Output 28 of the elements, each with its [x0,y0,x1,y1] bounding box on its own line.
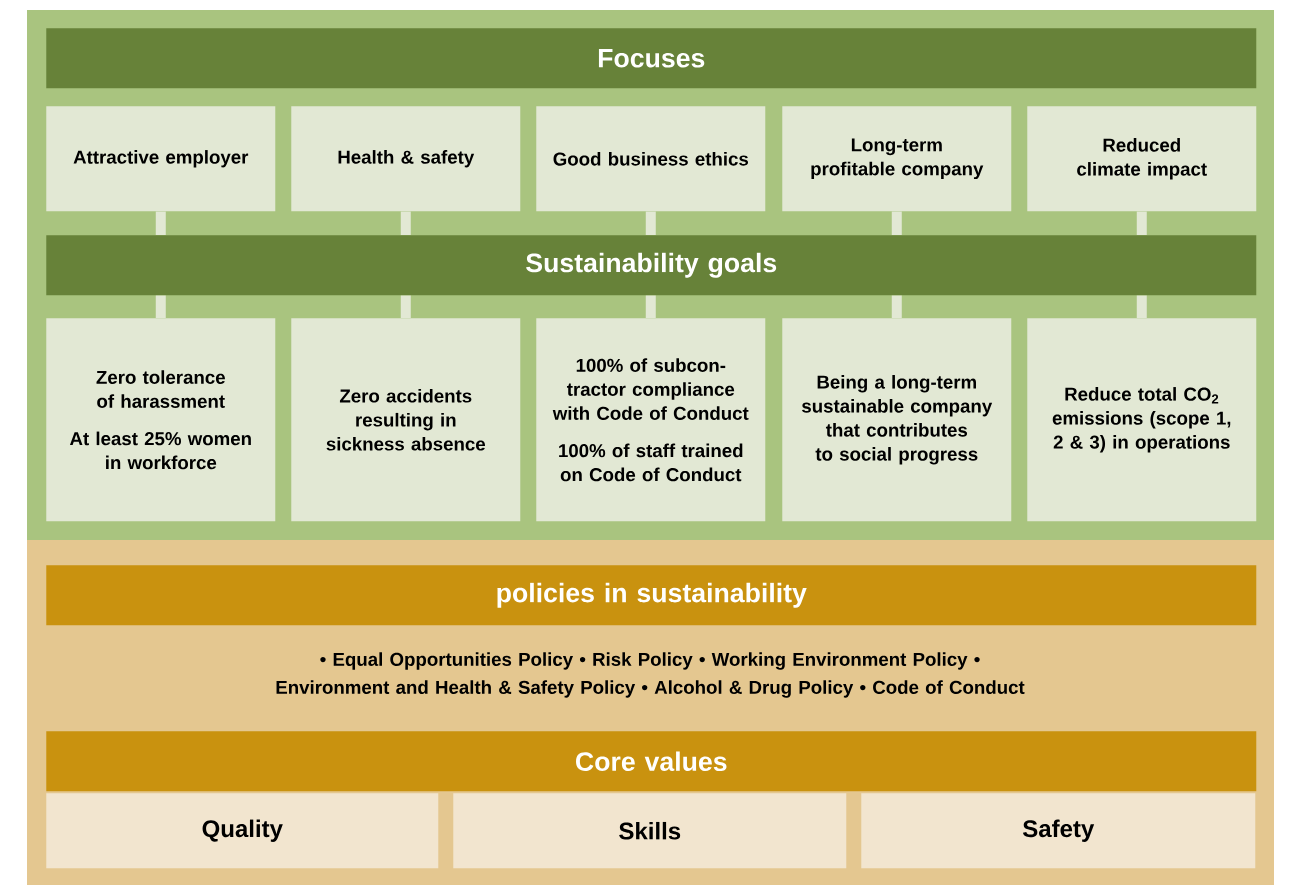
connector-strip [400,211,411,235]
heading-band: policies in sustainability [46,565,1257,626]
connector-strip [891,211,902,235]
goal-box: Being a long-term sustainable company that contributes to social progress [782,318,1012,522]
goal-box: 100% of subcon-tractor compliance with Code of Conduct 100% of staff trained on Code of Conduct [536,318,766,522]
value-box: Skills [453,793,847,869]
focus-box: Good business ethics [536,106,766,212]
goal-box: Zero accidents resulting in sickness absence [291,318,521,522]
focus-box: Attractive employer [46,106,276,212]
connector-strip [155,211,166,235]
value-box: Safety [861,793,1256,869]
connector-strip [891,295,902,318]
connector-strip [1136,295,1147,318]
goal-box: Zero tolerance of harassment At least 25% women in workforce [46,318,276,522]
heading-band: Focuses [46,28,1257,89]
policy-list: • Equal Opportunities Policy • Risk Policy • Working Environment Policy • Environment and Health & Safety Policy • Alcohol & Drug Policy • Code of Conduct [276,652,1025,698]
value-box: Quality [46,793,439,869]
connector-strip [645,295,656,318]
goal-box: Reduce total CO$_{2}$ emissions (scope 1, 2 & 3) in operations [1027,318,1257,522]
heading-band: Sustainability goals [46,235,1257,296]
heading-band: Core values [46,731,1257,792]
connector-strip [645,211,656,235]
connector-strip [400,295,411,318]
focus-box: Long-term profitable company [782,106,1012,212]
connector-strip [155,295,166,318]
focus-box: Reduced climate impact [1027,106,1257,212]
connector-strip [1136,211,1147,235]
focus-box: Health & safety [291,106,521,212]
